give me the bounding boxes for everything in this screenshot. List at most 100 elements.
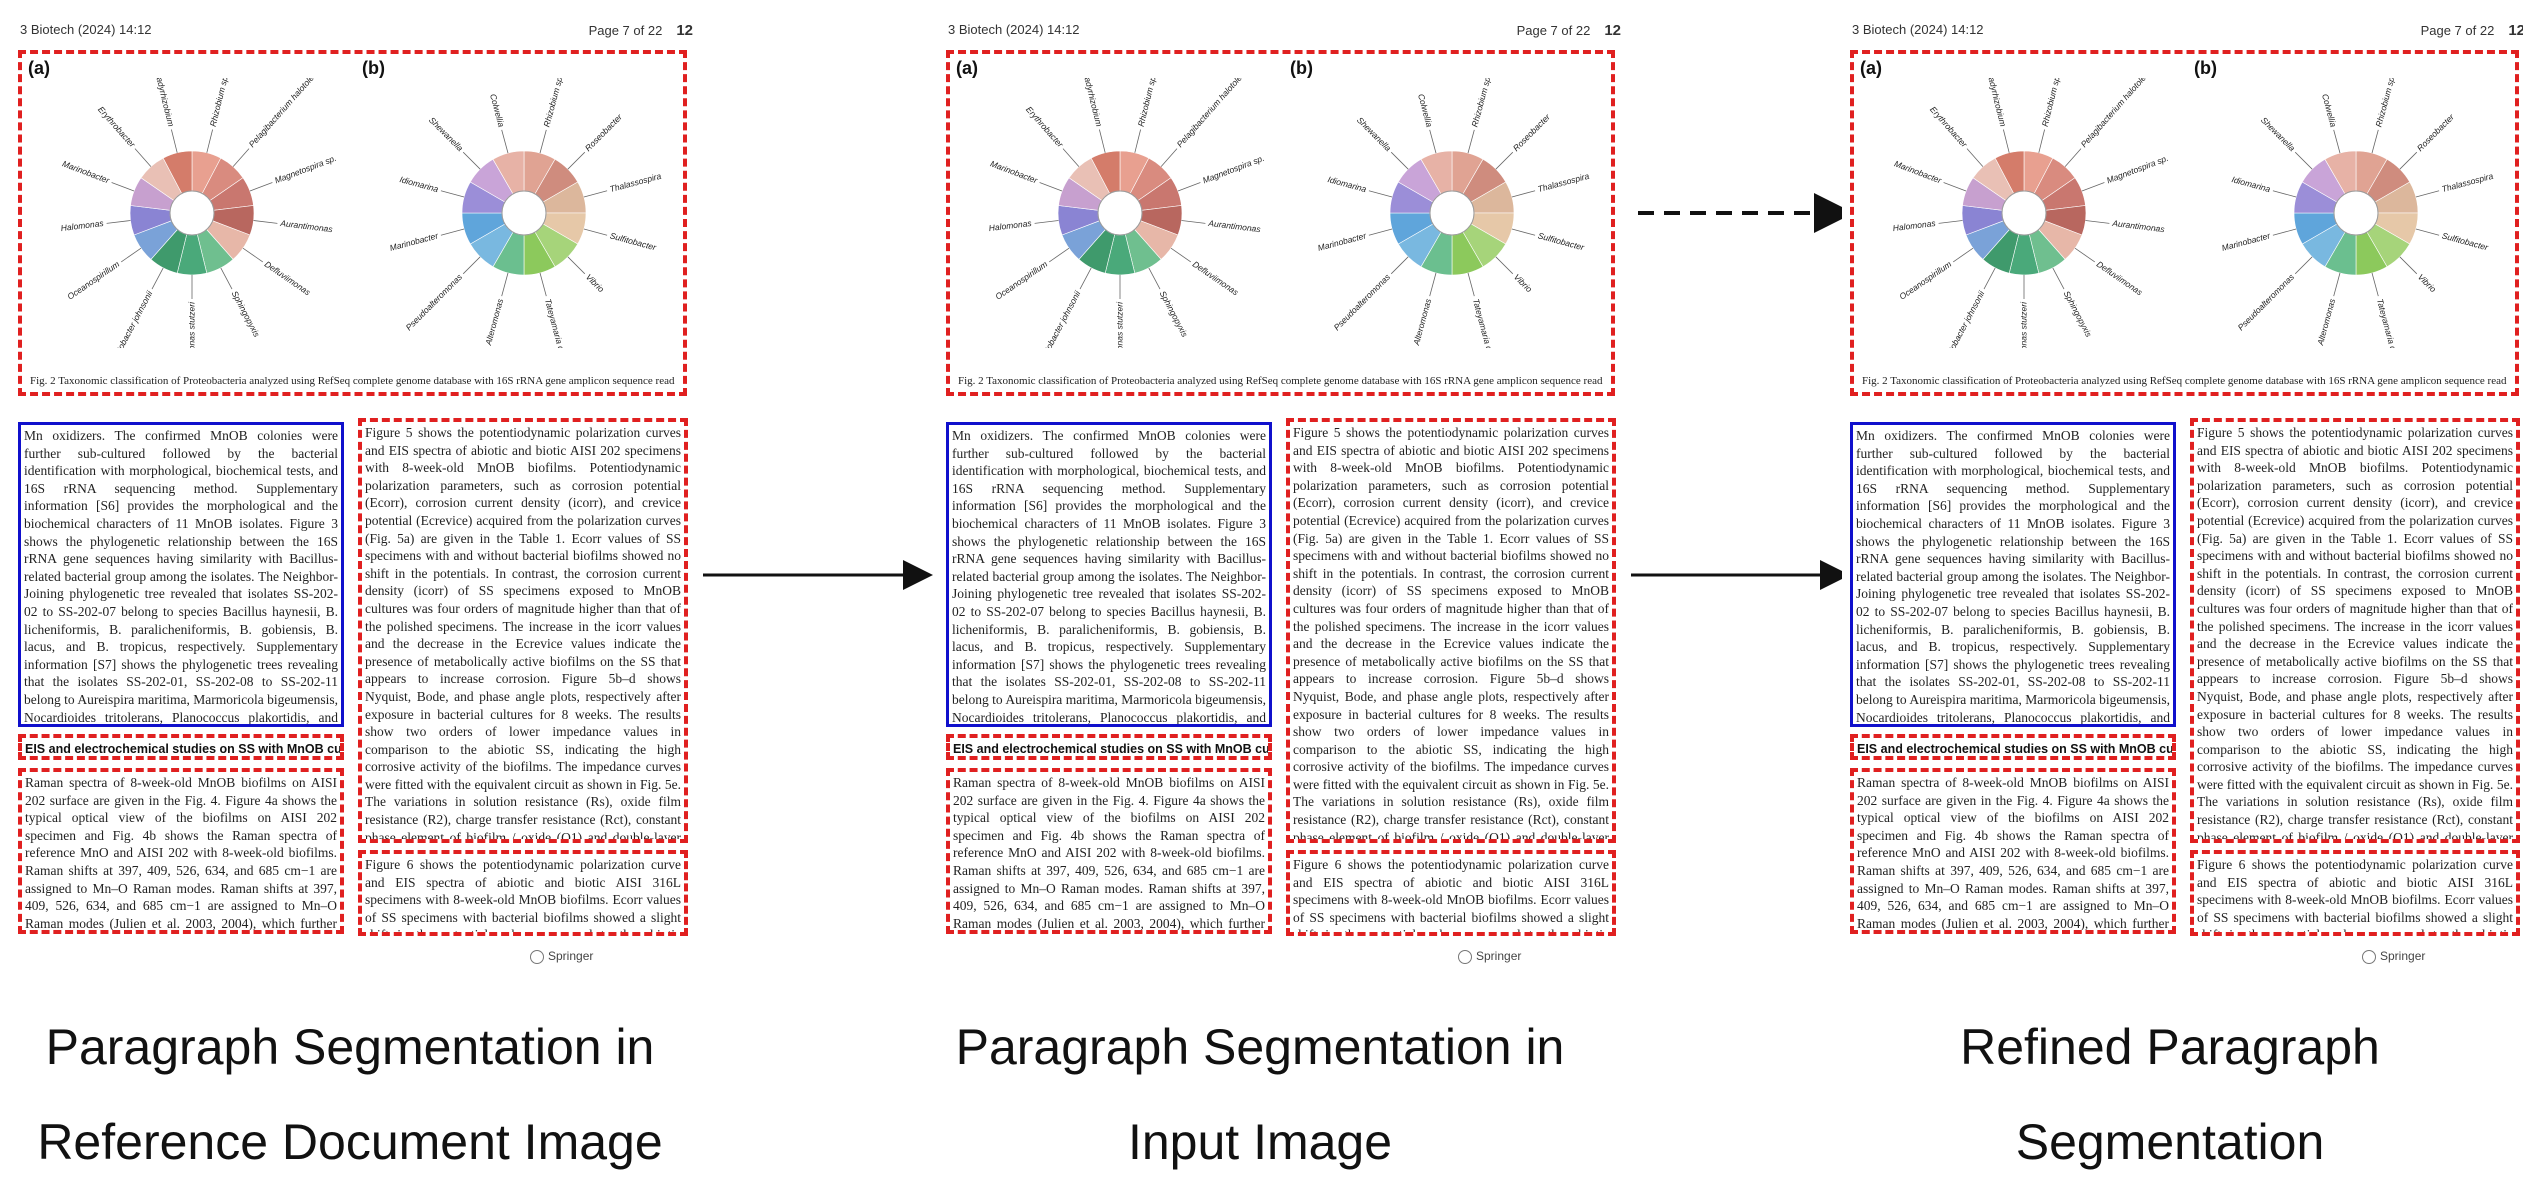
tree-branch [2399,256,2418,275]
taxon-label: Oceanospirillum [1897,259,1953,302]
tree-branch [1062,148,1080,167]
tree-branch [1429,129,1437,154]
tree-branch [440,228,465,236]
taxon-label: Acinetobacter johnsonii [104,288,155,348]
tree-branch [2272,228,2297,236]
tree-branch [232,148,250,167]
journal-label: 3 Biotech (2024) 14:12 [948,22,1080,37]
tree-branch [501,272,509,297]
taxon-label: Aurantimonas [1207,218,1262,234]
tree-branch [1390,151,1409,170]
tree-branch [1048,247,1070,263]
tree-branch [1368,190,1393,198]
taxon-label: Defluviimonas [2095,259,2145,298]
figure-label-b: (b) [362,58,385,78]
tree-branch [1099,129,1106,153]
tree-branch [1495,151,1514,170]
taxon-label: Pseudomonas stutzeri [1114,301,1124,348]
springer-logo: Springer [530,949,593,964]
figure-region: (a) (b) Rhizobium sp.Pelagibacterium hal… [18,50,687,396]
paragraph-polarization-202: Figure 5 shows the potentiodynamic polar… [2190,418,2520,843]
journal-label: 3 Biotech (2024) 14:12 [20,22,152,37]
taxon-label: Magnetospira sp. [2105,153,2170,186]
taxon-label: Marinobacter [389,230,441,253]
paragraph-raman: Raman spectra of 8-week-old MnOB biofilm… [1850,768,2176,934]
tree-branch [2074,247,2096,263]
tree-branch [2371,272,2379,297]
taxon-label: Shewanella [1355,115,1393,153]
taxon-label: Pseudomonas stutzeri [2018,301,2028,348]
taxon-label: Vibrio [1512,272,1535,295]
taxon-label: Colwellia [1416,93,1435,129]
springer-horse-icon [530,949,544,964]
tree-branch [501,129,509,154]
taxon-label: Sulfitobacter [609,230,658,252]
taxon-label: Thalassospira [1537,171,1591,194]
journal-label: 3 Biotech (2024) 14:12 [1852,22,1984,37]
taxon-label: Rhizobium sp. [1469,78,1493,128]
springer-horse-icon [2362,949,2376,964]
tree-branch [1160,148,1178,167]
tree-branch [1034,220,1059,224]
taxon-label: Idiomarina [2231,174,2272,194]
tree-branch [2333,129,2341,154]
tree-root [1097,190,1143,236]
taxon-label: Idiomarina [1327,174,1368,194]
tree-root [501,190,547,236]
tree-branch [206,129,213,153]
taxon-label: Roseobacter [1511,111,1553,153]
tree-branch [242,247,264,263]
taxon-label: Sphingopyxis [2062,289,2095,339]
tree-branch [1495,256,1514,275]
taxon-label: Oceanospirillum [65,259,121,302]
tree-branch [567,256,586,275]
tree-branch [134,148,152,167]
taxon-label: Thalassospira [609,171,663,194]
springer-logo: Springer [1458,949,1521,964]
taxon-label: Aurantimonas [279,218,334,234]
tree-branch [2294,151,2313,170]
section-heading: EIS and electrochemical studies on SS wi… [18,734,344,760]
tree-branch [583,228,608,236]
tree-branch [171,129,178,153]
paragraph-polarization-202: Figure 5 shows the potentiodynamic polar… [358,418,688,843]
tree-branch [539,129,547,154]
tree-branch [1181,220,1206,224]
tree-branch [1390,256,1409,275]
tree-branch [2333,272,2341,297]
taxon-label: Bradyrhizobium [152,78,176,128]
taxon-label: Acinetobacter johnsonii [1032,288,1083,348]
taxon-label: Colwellia [488,93,507,129]
tree-branch [1079,267,1092,290]
figure-caption: Fig. 2 Taxonomic classification of Prote… [30,375,675,387]
tree-root [169,190,215,236]
taxon-label: Pseudoalteromonas [1332,271,1393,332]
paragraph-mn-oxidizers: Mn oxidizers. The confirmed MnOB colonie… [18,422,344,727]
taxon-label: Pseudomonas stutzeri [186,301,196,348]
taxonomy-tree-a: Rhizobium sp.Pelagibacterium halotoleran… [1892,78,2170,348]
tree-branch [2415,228,2440,236]
taxon-label: Erythrobacter [1024,104,1066,150]
paragraph-mn-oxidizers: Mn oxidizers. The confirmed MnOB colonie… [1850,422,2176,727]
tree-branch [1983,267,1996,290]
taxon-label: Alteromonas [1411,297,1433,347]
paragraph-polarization-316l: Figure 6 shows the potentiodynamic polar… [2190,850,2520,936]
taxon-label: Oceanospirillum [993,259,1049,302]
taxonomy-tree-b: Rhizobium sp.RoseobacterThalassospiraSul… [1317,78,1591,348]
taxon-label: Halomonas [988,218,1033,233]
tree-branch [253,220,278,224]
tree-branch [539,272,547,297]
tree-branch [1467,272,1475,297]
taxon-label: Rhizobium sp. [208,78,231,128]
figure-label-a: (a) [956,58,978,78]
tree-branch [1966,148,1984,167]
section-heading: EIS and electrochemical studies on SS wi… [1850,734,2176,760]
taxon-label: Bradyrhizobium [1080,78,1104,128]
taxon-label: Acinetobacter johnsonii [1936,288,1987,348]
paragraph-polarization-202: Figure 5 shows the potentiodynamic polar… [1286,418,1616,843]
